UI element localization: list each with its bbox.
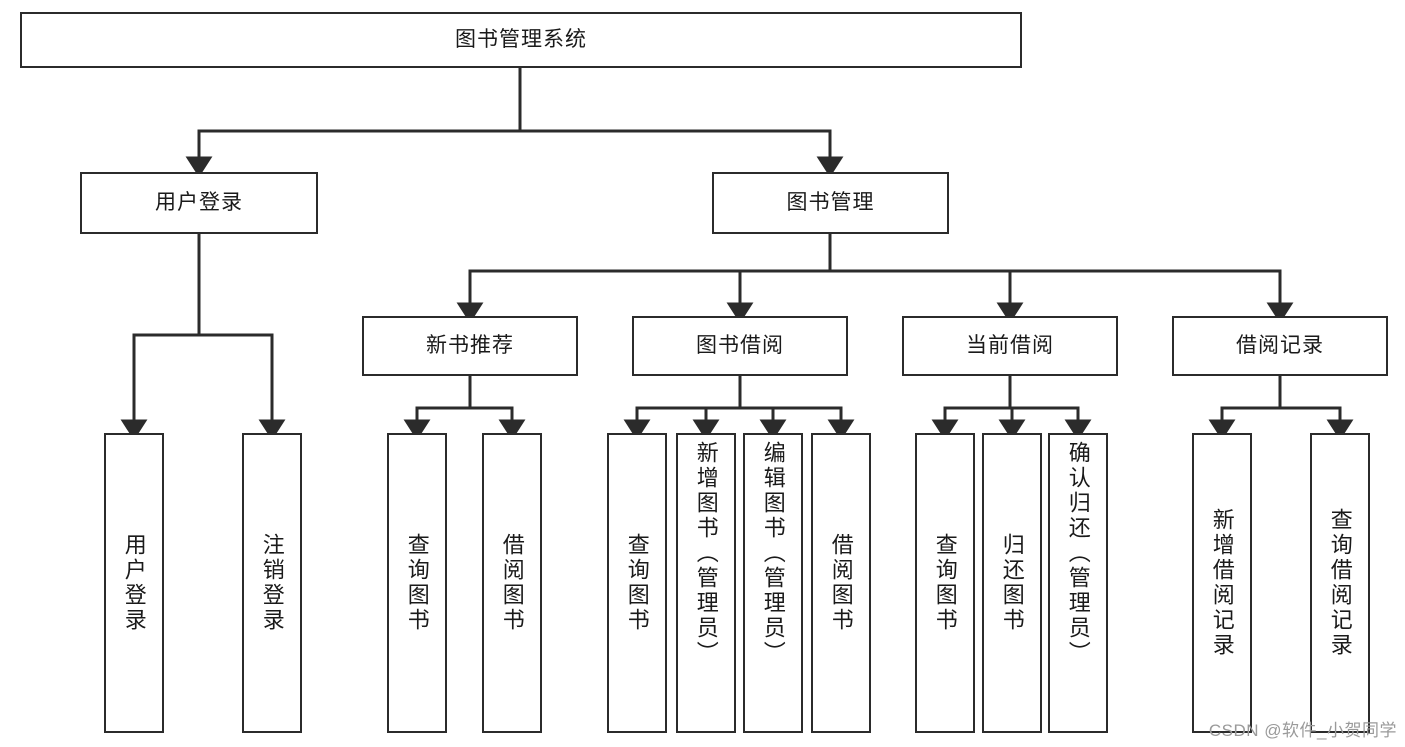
node-new-book-recommend[interactable]: 新书推荐 bbox=[362, 316, 578, 376]
leaf-query-borrow-record[interactable]: 查询借阅记录 bbox=[1310, 433, 1370, 733]
node-borrow-record[interactable]: 借阅记录 bbox=[1172, 316, 1388, 376]
node-book-borrow[interactable]: 图书借阅 bbox=[632, 316, 848, 376]
node-root-system[interactable]: 图书管理系统 bbox=[20, 12, 1022, 68]
leaf-logout-login[interactable]: 注销登录 bbox=[242, 433, 302, 733]
leaf-edit-book-admin[interactable]: 编辑图书（管理员） bbox=[743, 433, 803, 733]
leaf-return-book[interactable]: 归还图书 bbox=[982, 433, 1042, 733]
leaf-borrow-book-borrow[interactable]: 借阅图书 bbox=[811, 433, 871, 733]
leaf-borrow-book-recommend[interactable]: 借阅图书 bbox=[482, 433, 542, 733]
leaf-query-book-recommend[interactable]: 查询图书 bbox=[387, 433, 447, 733]
leaf-query-book-borrow[interactable]: 查询图书 bbox=[607, 433, 667, 733]
leaf-user-login[interactable]: 用户登录 bbox=[104, 433, 164, 733]
node-book-management[interactable]: 图书管理 bbox=[712, 172, 949, 234]
leaf-add-borrow-record[interactable]: 新增借阅记录 bbox=[1192, 433, 1252, 733]
leaf-confirm-return-admin[interactable]: 确认归还（管理员） bbox=[1048, 433, 1108, 733]
watermark-text: CSDN @软件_小贺同学 bbox=[1208, 721, 1397, 740]
node-user-login[interactable]: 用户登录 bbox=[80, 172, 318, 234]
leaf-query-book-current[interactable]: 查询图书 bbox=[915, 433, 975, 733]
node-current-borrow[interactable]: 当前借阅 bbox=[902, 316, 1118, 376]
leaf-add-book-admin[interactable]: 新增图书（管理员） bbox=[676, 433, 736, 733]
